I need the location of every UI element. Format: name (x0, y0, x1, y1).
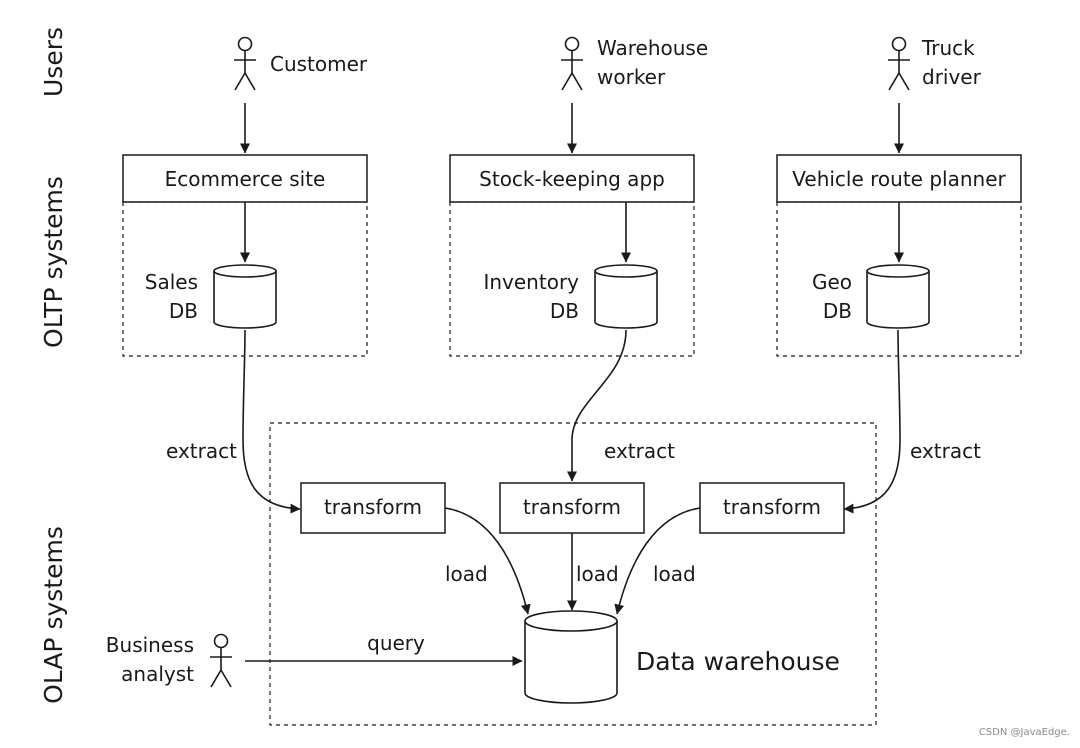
geo-db-cylinder (866, 264, 930, 329)
app-label-ecommerce: Ecommerce site (165, 167, 326, 191)
analyst-label-line2: analyst (121, 662, 194, 686)
edge-label-load-right: load (653, 562, 696, 586)
edge-label-query: query (367, 631, 425, 655)
db-label-geo-line2: DB (823, 299, 852, 323)
person-icon (888, 36, 910, 91)
section-label-olap: OLAP systems (39, 526, 68, 704)
user-customer: Customer (234, 36, 368, 91)
transform-box-middle (499, 482, 645, 534)
app-label-planner: Vehicle route planner (792, 167, 1006, 191)
user-truck-driver: Truck driver (888, 36, 982, 91)
arrow-extract-geo (843, 329, 901, 514)
transform-box-left (300, 482, 446, 534)
person-icon (234, 36, 256, 91)
user-label-line2: worker (597, 65, 666, 89)
section-label-oltp: OLTP systems (39, 176, 68, 348)
transform-label-left: transform (324, 495, 422, 519)
edge-label-load-middle: load (576, 562, 619, 586)
app-box-stock (449, 154, 695, 203)
arrow-extract-sales (242, 329, 301, 514)
inventory-db-cylinder (594, 264, 658, 329)
user-label: Customer (270, 52, 368, 76)
arrow-load-right (614, 507, 701, 615)
analyst-label-line1: Business (106, 633, 194, 657)
db-label-sales-line1: Sales (145, 270, 198, 294)
olap-group (269, 422, 877, 726)
db-label-inventory-line2: DB (550, 299, 579, 323)
arrow-extract-inventory (567, 329, 627, 482)
db-label-inventory-line1: Inventory (483, 270, 579, 294)
section-label-users: Users (39, 27, 68, 97)
user-warehouse-worker: Warehouse worker (561, 36, 708, 91)
edge-label-extract-left: extract (166, 439, 237, 463)
edge-label-extract-right: extract (910, 439, 981, 463)
data-warehouse-label: Data warehouse (636, 647, 840, 676)
data-warehouse-cylinder (524, 610, 618, 704)
user-label-line1: Warehouse (597, 36, 708, 60)
watermark: CSDN @JavaEdge. (979, 727, 1070, 738)
business-analyst: Business analyst (106, 633, 232, 688)
edge-label-load-left: load (445, 562, 488, 586)
transform-label-right: transform (723, 495, 821, 519)
user-label-line1: Truck (921, 36, 975, 60)
arrow-load-left (444, 507, 531, 615)
transform-label-middle: transform (523, 495, 621, 519)
transform-box-right (699, 482, 845, 534)
app-box-planner (776, 154, 1022, 203)
app-box-ecommerce (122, 154, 368, 203)
db-label-geo-line1: Geo (812, 270, 852, 294)
person-icon (561, 36, 583, 91)
user-label-line2: driver (922, 65, 982, 89)
db-label-sales-line2: DB (169, 299, 198, 323)
person-icon (210, 633, 232, 688)
edge-label-extract-middle: extract (604, 439, 675, 463)
sales-db-cylinder (213, 264, 277, 329)
app-label-stock: Stock-keeping app (479, 167, 665, 191)
